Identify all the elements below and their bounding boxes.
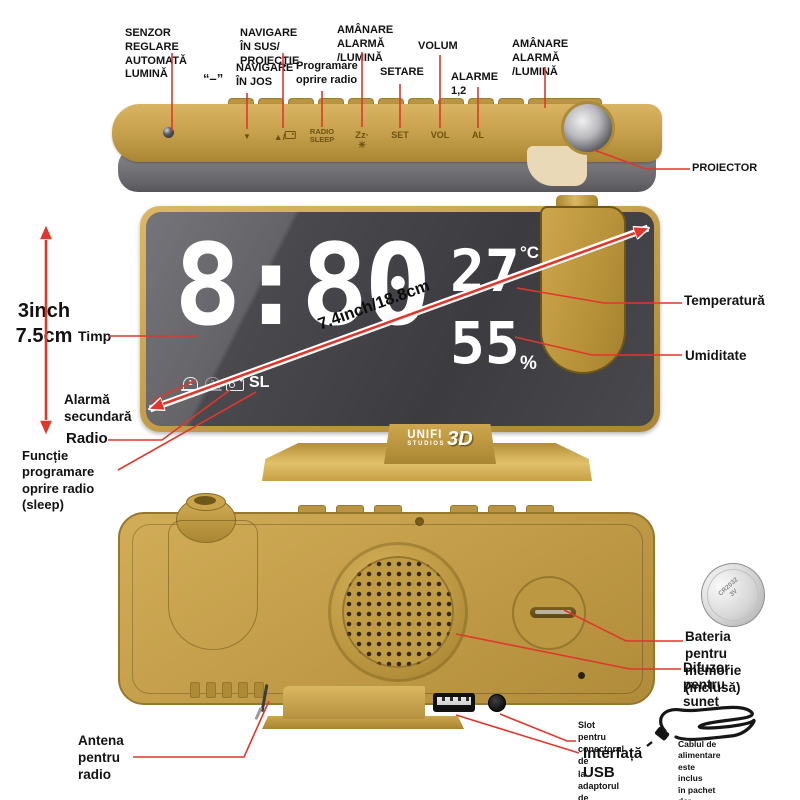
label-sleep-function: Funcție programare oprire radio (sleep)	[22, 448, 95, 512]
humidity-unit: %	[520, 353, 537, 374]
speaker-grille	[328, 542, 468, 682]
button-al[interactable]: AL	[472, 130, 484, 140]
logo-line2: STUDIOS	[407, 441, 446, 448]
projector-lens	[561, 101, 615, 155]
callout-snooze-1: AMÂNARE ALARMĂ /LUMINĂ	[337, 24, 394, 64]
callout-radio-sleep: Programare oprire radio	[296, 60, 358, 86]
vent-ridge	[190, 682, 200, 698]
temperature-unit: °C	[520, 243, 540, 262]
button-snooze-light[interactable]: Zz·☀	[355, 130, 369, 151]
projector-arm	[540, 206, 626, 374]
label-usb: Interfață USB	[583, 745, 643, 781]
usb-tongue	[437, 697, 471, 705]
vent-ridge	[206, 682, 216, 698]
callout-sensor: SENZOR REGLARE AUTOMATĂ LUMINĂ	[125, 27, 187, 81]
back-stand-base	[262, 716, 464, 729]
logo-badge: 3D	[447, 428, 473, 450]
callout-alarms: ALARME 1,2	[451, 71, 499, 97]
projector-housing-seam	[168, 520, 258, 650]
label-antenna: Antena pentru radio	[78, 733, 124, 782]
button-nav-up-projection[interactable]: ▲/	[273, 131, 297, 142]
projection-knob[interactable]	[556, 195, 598, 209]
vent-ridge	[222, 682, 232, 698]
radio-antenna-wire-tip	[254, 706, 263, 721]
button-nav-down[interactable]: ▼	[243, 132, 251, 141]
label-battery: Bateria pentru memorie (inclusă)	[685, 629, 742, 695]
projector-icon	[285, 131, 297, 139]
label-speaker: Difuzor pentru sunet	[683, 660, 730, 709]
alarm1-icon: 1	[181, 377, 200, 391]
logo-line1: UNIFI	[407, 428, 443, 441]
screw	[415, 517, 424, 526]
humidity-digits: 55	[450, 309, 520, 377]
button-vol[interactable]: VOL	[430, 130, 450, 140]
coin-battery: CR2032 3V	[693, 555, 773, 635]
callout-set: SETARE	[380, 66, 424, 78]
callout-snooze-2: AMÂNARE ALARMĂ /LUMINĂ	[512, 38, 569, 78]
callout-volume: VOLUM	[418, 40, 458, 52]
speaker-holes	[342, 556, 454, 668]
radio-icon	[226, 379, 244, 391]
alarm2-icon: 2	[203, 377, 222, 391]
usb-port[interactable]	[433, 693, 475, 712]
vent-ridge	[238, 682, 248, 698]
button-set[interactable]: SET	[391, 130, 409, 140]
reset-hole	[578, 672, 585, 679]
button-radio-sleep[interactable]: RADIO SLEEP	[309, 127, 335, 144]
temperature-digits: 27	[450, 237, 520, 305]
light-sensor	[163, 127, 174, 138]
height-size-label: 3inch 7.5cm	[15, 300, 73, 347]
dc-power-jack[interactable]	[488, 694, 506, 712]
callout-nav-up: NAVIGARE ÎN SUS/ PROIECȚIE	[240, 27, 300, 67]
back-stand-pillar	[283, 686, 425, 719]
label-cable-note: Cablul de alimentare este inclus în pach…	[678, 739, 721, 800]
label-temperature: Temperatură	[684, 293, 765, 308]
back-projector-opening	[194, 496, 216, 505]
label-time: Timp	[78, 328, 112, 344]
brand-logo: UNIFI STUDIOS 3D	[384, 429, 496, 449]
callout-projector: PROIECTOR	[692, 162, 758, 174]
label-humidity: Umiditate	[685, 348, 747, 363]
sleep-indicator: SL	[249, 374, 270, 391]
callout-minus: “–”	[203, 71, 224, 86]
battery-coin-edge	[535, 610, 571, 614]
label-radio: Radio	[66, 430, 108, 447]
label-alarm2: Alarmă secundară	[64, 392, 132, 424]
label-dc-slot: Slot pentru conectorul de la adaptorul d…	[578, 720, 625, 800]
button-nav-up-text: ▲/	[273, 132, 286, 142]
front-stand-pillar: UNIFI STUDIOS 3D	[384, 424, 496, 464]
callout-nav-down: NAVIGARE ÎN JOS	[236, 62, 294, 88]
